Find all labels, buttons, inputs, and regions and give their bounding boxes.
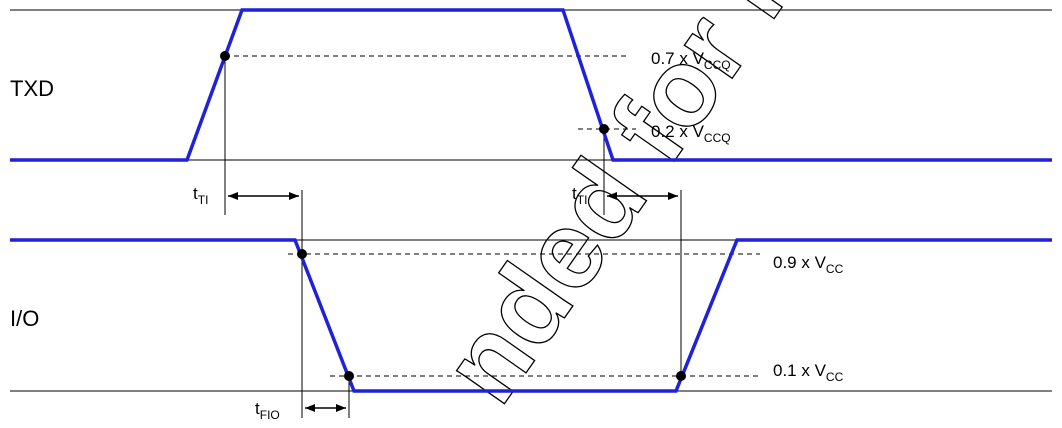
io-high-threshold-label: 0.9 x VCC <box>773 253 844 276</box>
io-low-crossing-dot <box>344 371 354 381</box>
io-rise-crossing-dot <box>676 371 686 381</box>
txd-high-threshold-label: 0.7 x VCCQ <box>651 49 731 72</box>
tfio-label: tFIO <box>255 399 280 422</box>
tti-2-label: tTI <box>572 184 587 207</box>
io-high-crossing-dot <box>297 249 307 259</box>
io-waveform <box>10 238 1052 393</box>
txd-high-crossing-dot <box>220 51 230 61</box>
txd-low-threshold-label: 0.2 x VCCQ <box>651 122 731 145</box>
tti-1-label: tTI <box>193 184 208 207</box>
io-signal-label: I/O <box>10 306 39 331</box>
io-low-threshold-label: 0.1 x VCC <box>773 361 844 384</box>
txd-low-crossing-dot <box>599 124 609 134</box>
txd-signal-label: TXD <box>10 76 54 101</box>
txd-waveform <box>10 8 1052 162</box>
